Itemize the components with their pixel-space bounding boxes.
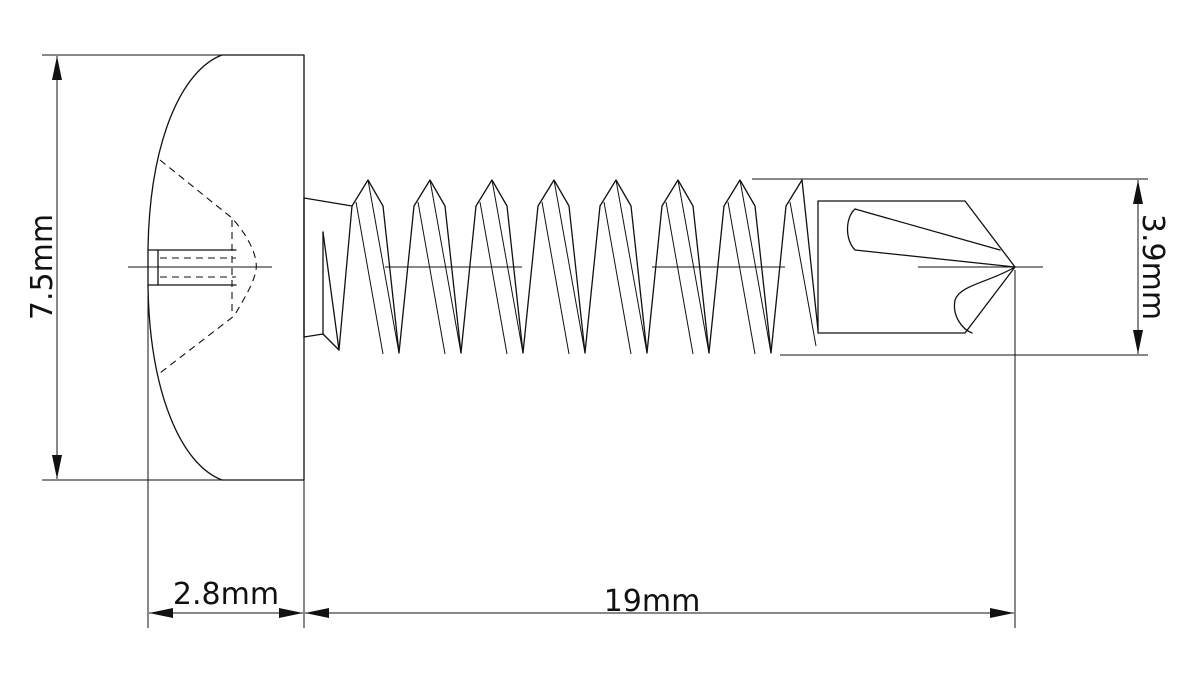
dimension-shank-length: 19mm (305, 270, 1016, 628)
dimension-label-thread-diameter: 3.9mm (1135, 214, 1170, 320)
screw-neck (303, 197, 353, 338)
dimension-thread-diameter: 3.9mm (752, 178, 1170, 356)
drill-tip (817, 200, 1043, 334)
dimension-label-shank-length: 19mm (604, 584, 701, 619)
dimension-head-height: 7.5mm (25, 54, 222, 481)
screw-threads (322, 179, 819, 355)
dimension-head-thickness: 2.8mm (147, 287, 305, 628)
screw-head (128, 54, 305, 481)
dimension-label-head-height: 7.5mm (25, 214, 60, 320)
dimension-label-head-thickness: 2.8mm (173, 577, 279, 612)
